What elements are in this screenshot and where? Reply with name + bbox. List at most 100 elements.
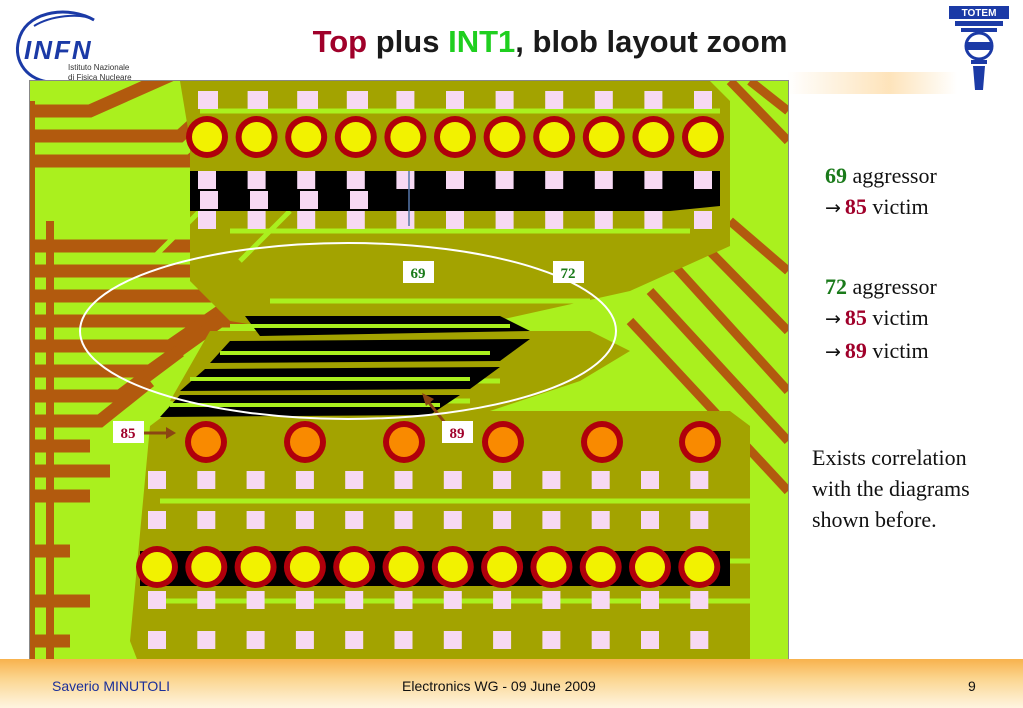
- pcb-layout-graphic: 69 72 85 89: [30, 81, 788, 667]
- label-89: 89: [442, 421, 473, 443]
- note-72-line1: 72 aggressor: [825, 271, 1023, 302]
- pad-bottom: [678, 546, 721, 588]
- pcb-layout-image: 69 72 85 89: [29, 80, 789, 668]
- via: [545, 211, 564, 229]
- footer-bar: [0, 659, 1023, 708]
- via: [443, 631, 462, 649]
- pad-orange: [383, 421, 425, 463]
- author-last-name: MINUTOLI: [103, 678, 170, 694]
- via: [197, 591, 216, 609]
- label-69: 69: [403, 261, 434, 283]
- pad-top: [682, 116, 724, 158]
- via: [148, 471, 166, 489]
- correlation-line-3: shown before.: [812, 507, 937, 532]
- via: [446, 91, 464, 109]
- pad-bottom: [136, 546, 178, 588]
- via: [446, 171, 464, 189]
- pad-bottom: [283, 546, 326, 588]
- pads: [136, 116, 724, 588]
- right-arrow-icon: →: [825, 308, 841, 330]
- author-first-name: Saverio: [52, 678, 100, 694]
- arrow-89: [424, 398, 448, 425]
- title-int1: INT1: [448, 24, 516, 59]
- note-69-line2: →85 victim: [825, 191, 1023, 224]
- via: [690, 511, 709, 529]
- pad-orange: [284, 421, 326, 463]
- pad-top: [235, 116, 278, 158]
- via: [542, 511, 561, 529]
- via: [148, 591, 166, 609]
- totem-logo-graphic: TOTEM: [949, 6, 1009, 90]
- via: [200, 91, 218, 109]
- via: [443, 471, 462, 489]
- via: [247, 171, 266, 189]
- via: [295, 591, 314, 609]
- infn-logo: INFN Istituto Nazionale di Fisica Nuclea…: [10, 6, 155, 84]
- via: [297, 171, 316, 189]
- note-72-num: 72: [825, 274, 847, 299]
- via: [495, 211, 514, 229]
- via: [247, 211, 266, 229]
- totem-logo: TOTEM: [943, 4, 1015, 94]
- pad-orange: [185, 421, 227, 463]
- via: [694, 171, 712, 189]
- slide-title: Top plus INT1, blob layout zoom: [230, 24, 870, 60]
- pad-bottom: [234, 546, 277, 588]
- via: [197, 631, 216, 649]
- via: [300, 91, 318, 109]
- label-69-text: 69: [411, 266, 426, 282]
- note-72-line2: →85 victim: [825, 302, 1023, 335]
- note-72-line3: →89 victim: [825, 335, 1023, 368]
- via: [594, 211, 613, 229]
- via: [246, 511, 265, 529]
- via: [594, 91, 613, 109]
- highlight-ellipse: [79, 242, 617, 420]
- via: [200, 191, 218, 209]
- via: [197, 471, 216, 489]
- pad-top: [582, 116, 625, 158]
- infn-word: INFN: [24, 35, 93, 65]
- via: [198, 211, 216, 229]
- note-72-victim2-num: 89: [844, 338, 867, 363]
- via: [246, 631, 265, 649]
- arrow-85-head: [166, 427, 176, 439]
- via: [198, 171, 216, 189]
- via: [250, 91, 268, 109]
- via: [396, 211, 415, 229]
- via: [446, 211, 464, 229]
- pad-top: [434, 116, 476, 158]
- pad-top: [285, 116, 328, 158]
- note-72-victim1-word: victim: [872, 305, 929, 330]
- pad-orange: [581, 421, 623, 463]
- label-72-text: 72: [561, 266, 576, 282]
- brown-traces-right: [626, 81, 788, 495]
- note-69-victim-word: victim: [872, 194, 929, 219]
- note-72-victim1-num: 85: [844, 305, 867, 330]
- via: [394, 511, 413, 529]
- label-89-text: 89: [450, 426, 465, 442]
- label-85: 85: [113, 421, 144, 443]
- pad-bottom: [629, 546, 671, 588]
- note-69-num: 69: [825, 163, 847, 188]
- via: [644, 91, 663, 109]
- correlation-line-2: with the diagrams: [812, 476, 970, 501]
- via: [690, 591, 709, 609]
- note-aggressor-69: 69 aggressor →85 victim: [825, 160, 1023, 224]
- via: [345, 591, 364, 609]
- arrow-89-head: [422, 393, 434, 406]
- pad-orange: [679, 421, 721, 463]
- pad-bottom: [431, 546, 474, 588]
- correlation-line-1: Exists correlation: [812, 445, 967, 470]
- via: [345, 631, 364, 649]
- via: [694, 91, 712, 109]
- title-top: Top: [312, 24, 368, 59]
- via: [493, 471, 512, 489]
- via: [591, 591, 610, 609]
- via: [295, 631, 314, 649]
- note-69-word: aggressor: [852, 163, 937, 188]
- via: [345, 471, 364, 489]
- vias: [148, 91, 712, 649]
- note-72-word: aggressor: [852, 274, 937, 299]
- via: [300, 191, 318, 209]
- via: [350, 91, 368, 109]
